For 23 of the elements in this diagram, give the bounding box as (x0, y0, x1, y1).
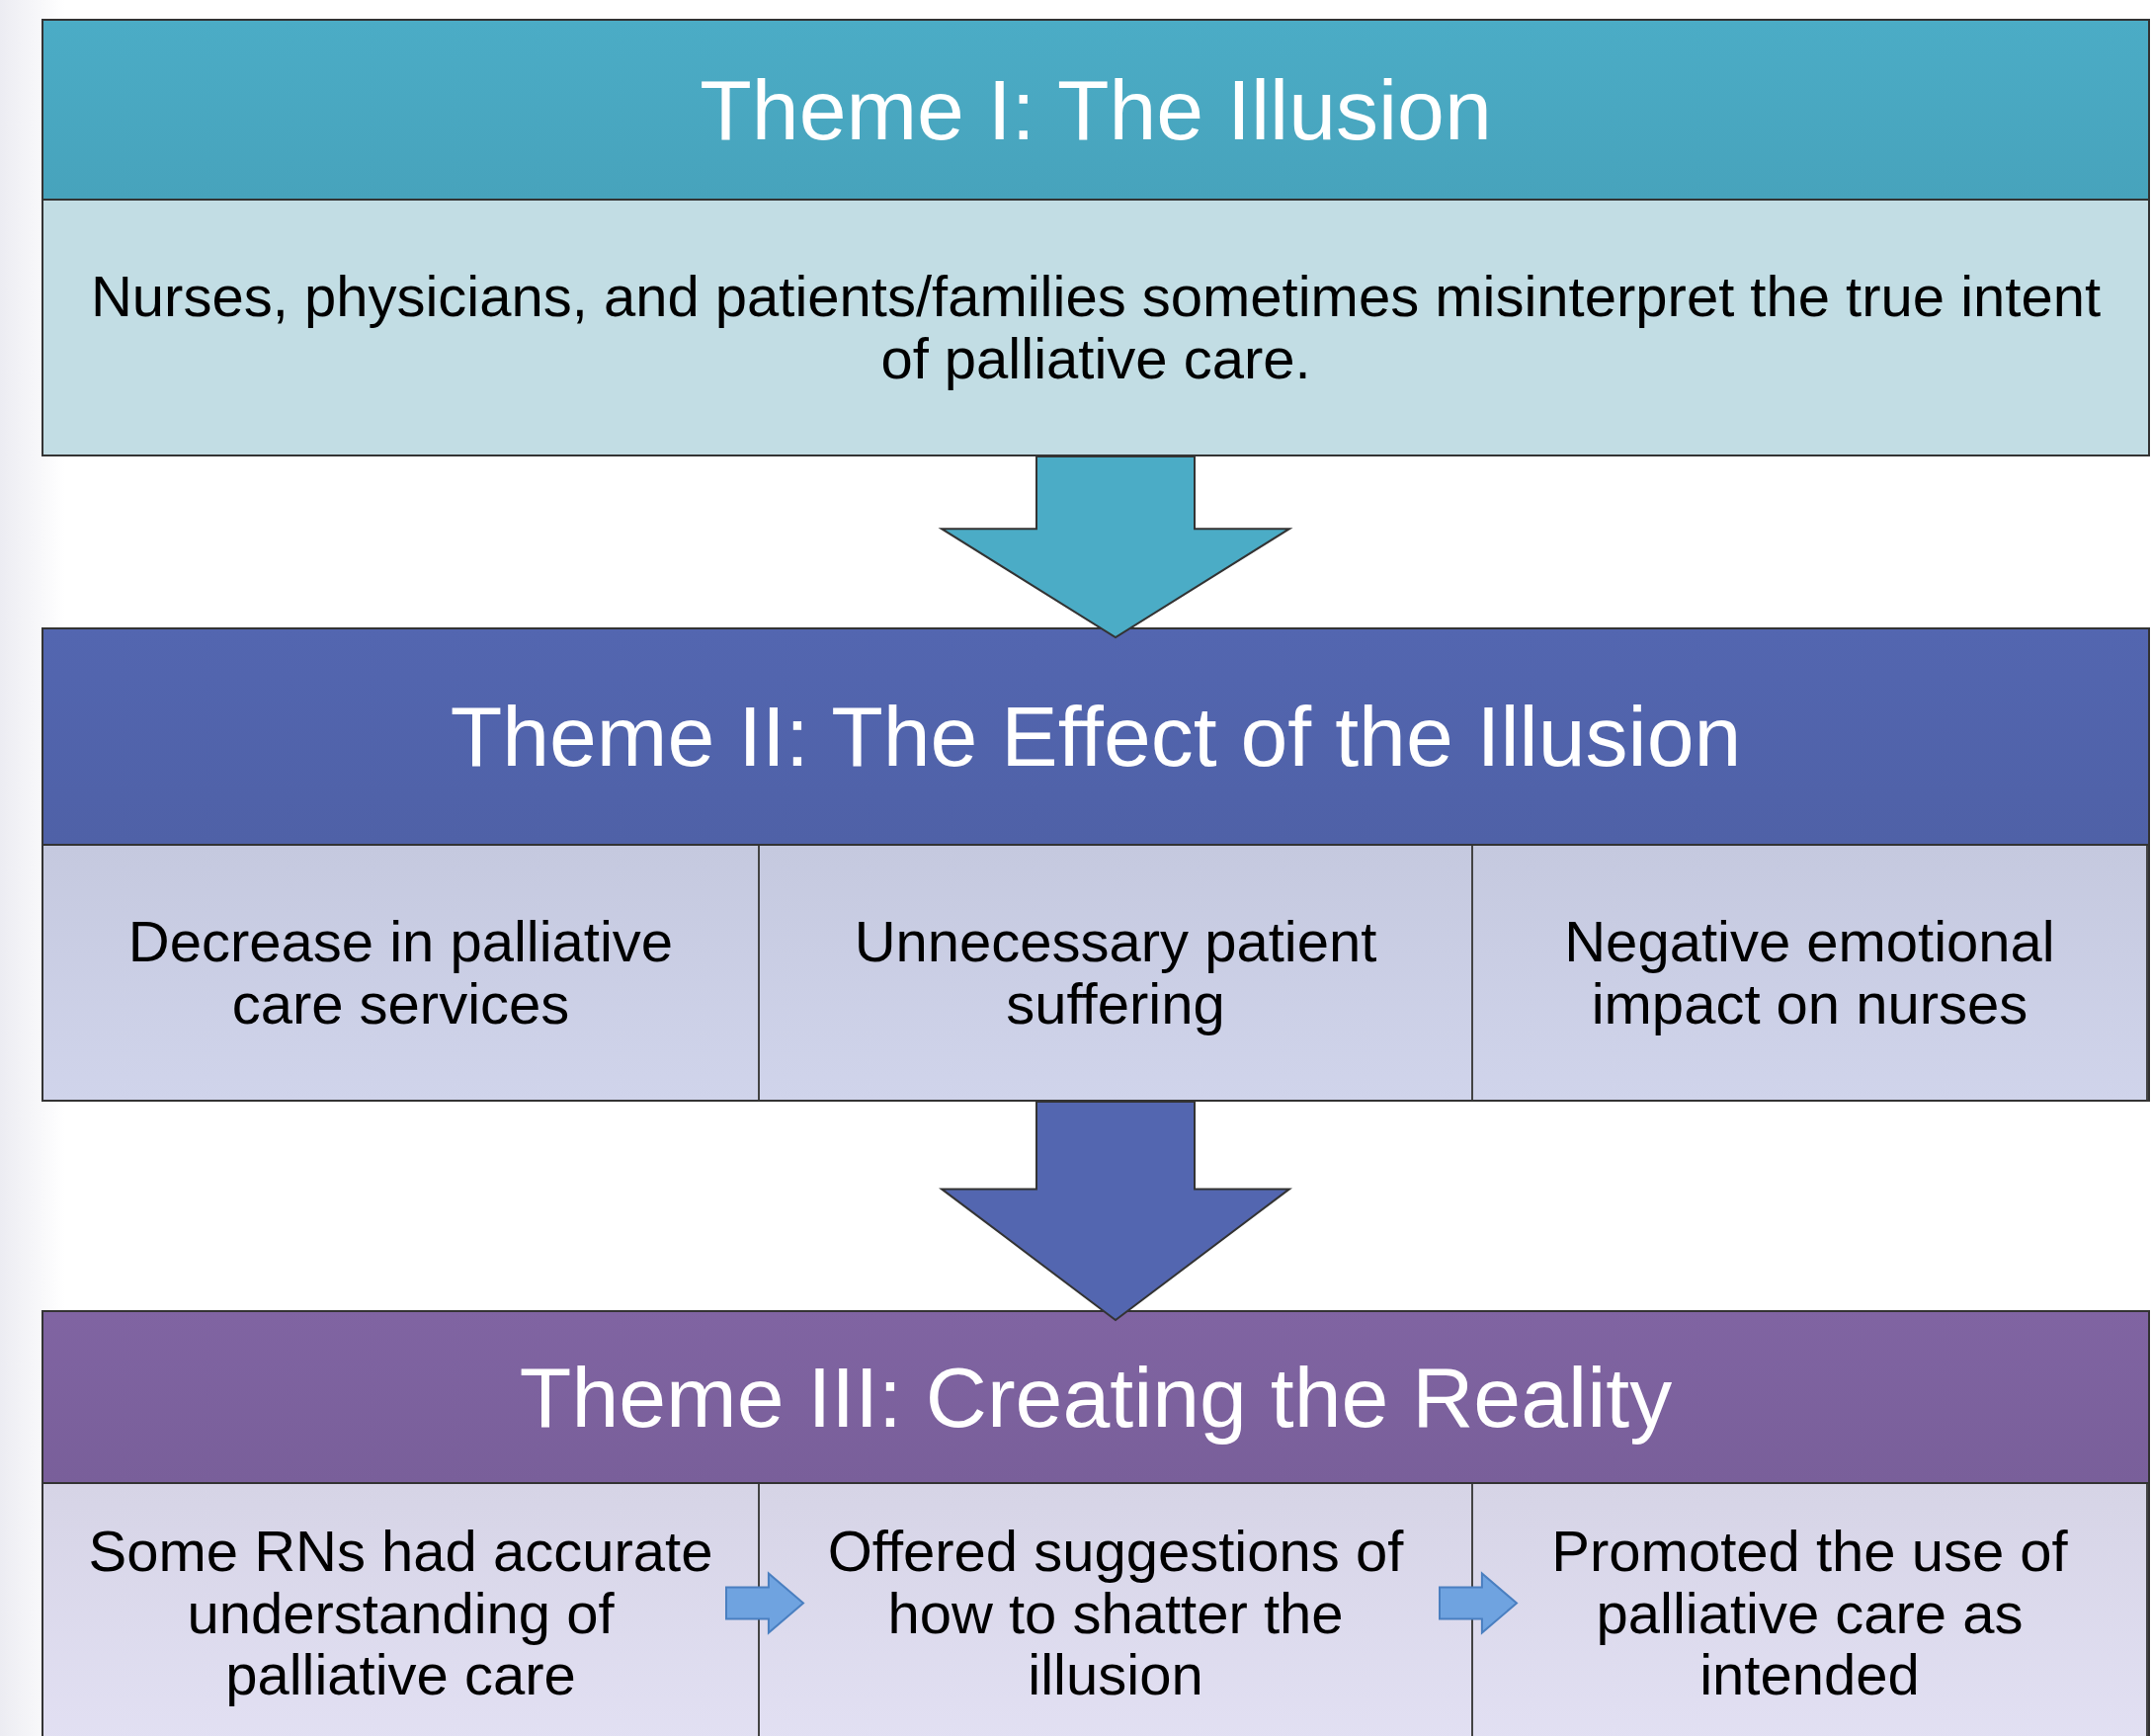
block-arrow (1439, 1571, 1519, 1635)
block-arrow (939, 1101, 1292, 1322)
subtheme-cell (760, 846, 1473, 1100)
theme-panel (41, 19, 2150, 456)
subtheme-cell (760, 1484, 1473, 1736)
subtheme-text: Decrease in palliative care services (126, 910, 675, 1035)
subtheme-text: Unnecessary patient suffering (853, 910, 1378, 1035)
theme-panel (41, 627, 2150, 1102)
theme-heading: Theme II: The Effect of the Illusion (43, 629, 2148, 846)
subtheme-text: Some RNs had accurate understanding of palliative care (87, 1521, 714, 1706)
subtheme-cell (1473, 1484, 2148, 1736)
theme-heading: Theme I: The Illusion (43, 21, 2148, 201)
description-text: Nurses, physicians, and patients/families sometimes misinterpret the true intent of palliative care. (89, 262, 2103, 392)
subtheme-text: Offered suggestions of how to shatter the illusion (826, 1521, 1405, 1706)
block-arrow (725, 1571, 805, 1635)
subtheme-text: Negative emotional impact on nurses (1563, 910, 2056, 1035)
subtheme-cell (43, 1484, 760, 1736)
subtheme-cell (1473, 846, 2148, 1100)
block-arrow (938, 455, 1293, 639)
subtheme-cell (43, 846, 760, 1100)
theme-heading: Theme III: Creating the Reality (43, 1312, 2148, 1484)
theme-panel (41, 1310, 2150, 1736)
subtheme-text: Promoted the use of palliative care as intended (1550, 1521, 2069, 1706)
